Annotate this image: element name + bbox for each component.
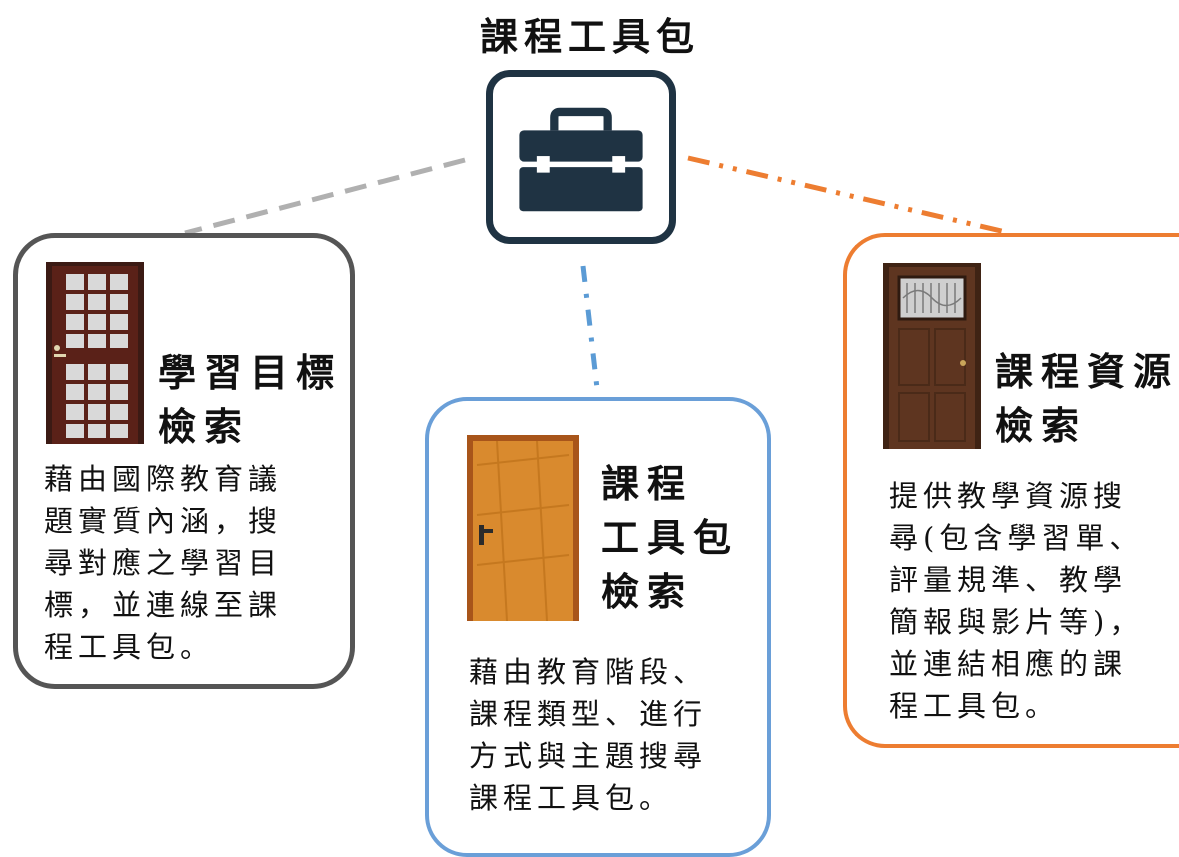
toolbox-icon <box>519 107 643 212</box>
card-description: 藉由國際教育議 題實質內涵，搜 尋對應之學習目 標，並連線至課 程工具包。 <box>44 462 283 664</box>
diagram-title: 課程工具包 <box>479 15 700 59</box>
card-title: 課程資源 檢索 <box>995 350 1179 448</box>
right-connector <box>687 155 1011 236</box>
course-resource-search-card[interactable]: 課程資源 檢索 提供教學資源搜 尋(包含學習單、 評量規準、教學 簡報與影片等)… <box>843 233 1179 748</box>
window-door-icon <box>883 263 981 449</box>
card-description: 藉由教育階段、 課程類型、進行 方式與主題搜尋 課程工具包。 <box>469 655 708 815</box>
middle-connector <box>580 265 601 398</box>
wooden-door-icon <box>467 435 579 621</box>
glass-panel-door-icon <box>46 262 144 444</box>
card-description: 提供教學資源搜 尋(包含學習單、 評量規準、教學 簡報與影片等)， 並連結相應的… <box>889 479 1144 723</box>
card-title: 課程 工具包 檢索 <box>601 462 740 614</box>
learning-objective-search-card[interactable]: 學習目標 檢索 藉由國際教育議 題實質內涵，搜 尋對應之學習目 標，並連線至課 … <box>13 233 355 689</box>
toolkit-search-card[interactable]: 課程 工具包 檢索 藉由教育階段、 課程類型、進行 方式與主題搜尋 課程工具包。 <box>425 397 771 857</box>
toolbox-frame <box>486 70 676 244</box>
left-connector <box>184 157 466 236</box>
card-title: 學習目標 檢索 <box>158 351 343 449</box>
